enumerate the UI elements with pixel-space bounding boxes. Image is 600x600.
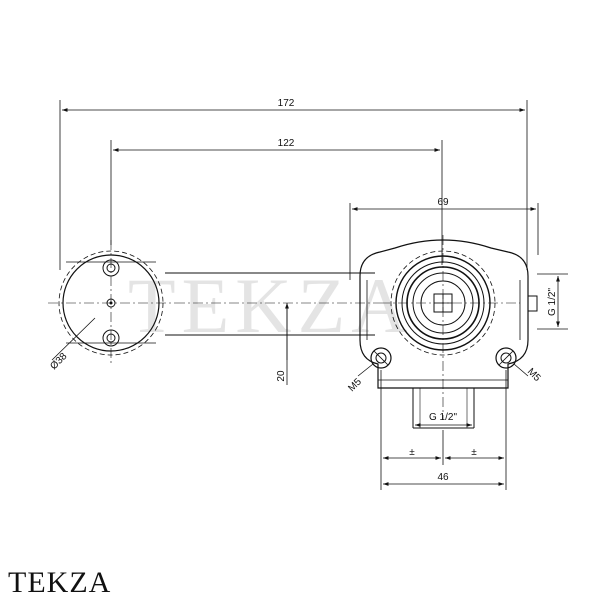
dimension-center-distance [110,140,443,265]
bottom-outlet [412,388,475,429]
dim-label-thread-side: G 1/2" [547,288,558,316]
dim-label-offset: 20 [276,370,287,382]
dim-label-base-width: 46 [437,472,449,483]
dim-label-body-width: 69 [437,197,449,208]
dimension-base-width [380,370,507,490]
dim-label-center-distance: 122 [278,138,295,149]
watermark-text: TEKZA [128,262,414,349]
cartridge-rings [380,235,520,420]
mount-hole-left [370,347,392,369]
dimension-diameter [51,317,96,361]
mount-hole-right [495,347,517,369]
dim-label-overall-width: 172 [278,98,295,109]
left-flange [48,240,175,365]
connecting-pipe [165,272,380,336]
dimension-thread-side [537,273,568,330]
brand-logo-text: TEKZA [8,566,112,599]
label-mount-left: M5 [346,376,364,394]
dimension-body-width [349,203,539,280]
dim-label-thread-bottom: G 1/2" [429,412,457,423]
dim-label-small-left: ± [409,447,415,458]
dimension-overall-width [59,100,528,270]
dim-label-small-right: ± [471,447,477,458]
dim-label-diameter: Ø38 [48,351,69,372]
mount-leaders [357,363,529,377]
